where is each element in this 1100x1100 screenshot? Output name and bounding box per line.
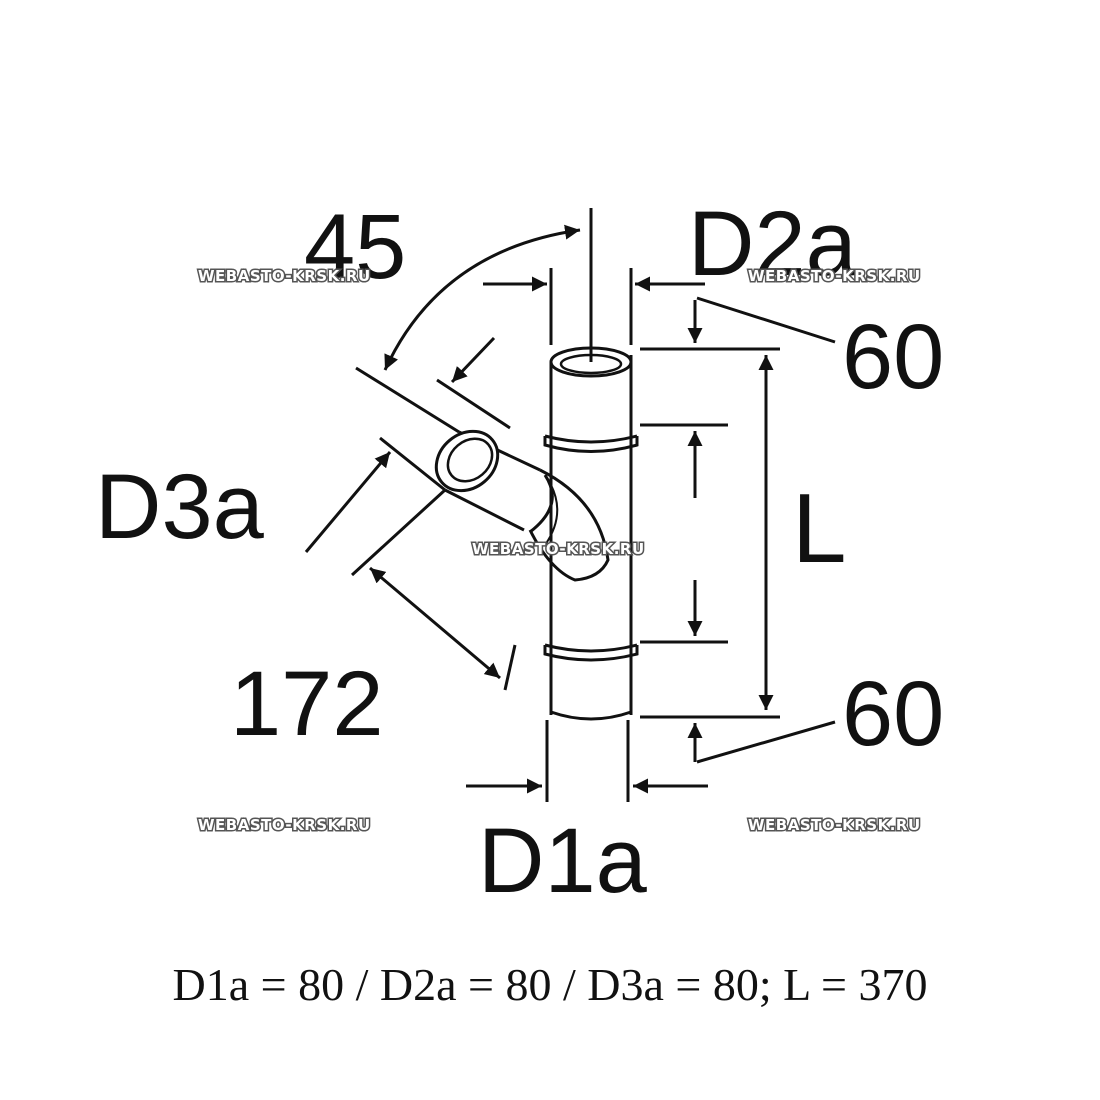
main-pipe xyxy=(543,346,639,721)
watermark-top-left: WEBASTO-KRSK.RU xyxy=(198,267,371,285)
bottom-60-dimension: 60 xyxy=(640,580,944,765)
top-60-dimension: 60 xyxy=(640,296,944,498)
watermark-bottom-left: WEBASTO-KRSK.RU xyxy=(198,816,371,834)
d1a-dimension: D1a xyxy=(466,720,708,912)
watermark-top-right: WEBASTO-KRSK.RU xyxy=(748,267,921,285)
watermark-center: WEBASTO-KRSK.RU xyxy=(472,540,645,558)
angle-dimension: 45 xyxy=(304,196,593,371)
d3a-dimension: D3a xyxy=(95,336,511,558)
branch-172-label: 172 xyxy=(230,653,384,755)
branch-pipe xyxy=(434,429,610,691)
d2a-label: D2a xyxy=(688,193,858,295)
bottom-60-label: 60 xyxy=(842,663,944,765)
dimensions-caption: D1a = 80 / D2a = 80 / D3a = 80; L = 370 xyxy=(172,959,928,1010)
watermark-bottom-right: WEBASTO-KRSK.RU xyxy=(748,816,921,834)
angle-label: 45 xyxy=(304,196,406,298)
d1a-label: D1a xyxy=(478,810,648,912)
length-label: L xyxy=(792,473,847,583)
d3a-label: D3a xyxy=(95,456,265,558)
branch-172-dimension: 172 xyxy=(230,488,501,755)
d2a-dimension: D2a xyxy=(483,193,858,345)
top-60-label: 60 xyxy=(842,306,944,408)
length-dimension: L xyxy=(758,355,847,710)
